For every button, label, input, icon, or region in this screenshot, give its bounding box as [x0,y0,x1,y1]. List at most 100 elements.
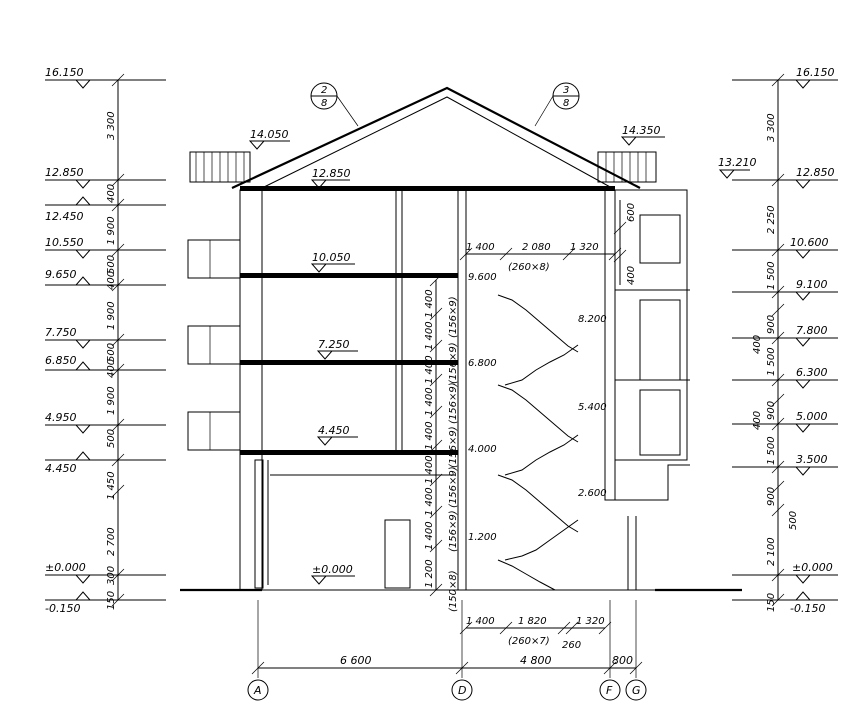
left-level-label: -0.150 [45,602,80,615]
building-structure [180,186,742,592]
bottom-stair-dim: 1 320 [576,616,605,627]
stair-dimension-chain [429,273,443,597]
interior-level-labels: 14.050 14.350 12.850 10.050 7.250 4.450 … [250,124,661,576]
interior-level-label: 14.350 [622,124,661,137]
stair-height-label: 1 400 [424,421,435,450]
stair-count-labels: (156×9) (156×9) (156×9) (156×9) (156×9) … [448,296,459,612]
dim-label: 1 900 [106,301,117,330]
interior-level-label: 12.850 [312,167,351,180]
landing-level-label: 5.400 [578,402,607,413]
landing-level-label: 6.800 [468,358,497,369]
detail-references: 2 8 3 8 [310,82,580,127]
left-dimension-labels: 3 300 400 1 900 500 400 1 900 500 400 1 … [106,111,117,610]
stair-height-labels: 1 400 1 400 1 400 1 400 1 400 1 400 1 40… [424,289,435,588]
right-dimension-labels: 3 300 2 250 1 500 900 400 1 500 900 400 … [752,113,799,612]
left-level-label: ±0.000 [45,561,86,574]
dim-label: 2 250 [766,205,777,234]
stair-height-label: 1 400 [424,455,435,484]
dim-label: 1 450 [106,471,117,500]
axis-label: A [253,684,262,697]
landing-level-label: 1.200 [468,532,497,543]
axis-label: F [606,684,613,697]
left-level-label: 12.450 [45,210,84,223]
interior-level-label: 7.250 [318,338,350,351]
dim-label: 1 900 [106,216,117,245]
left-balconies [187,239,241,451]
axis-label: G [632,684,641,697]
stair-count-label: (156×9) [448,510,459,552]
right-level-label: 16.150 [796,66,835,79]
left-level-label: 7.750 [45,326,77,339]
roof [189,86,657,189]
stair-count-label: (156×9) [448,342,459,384]
right-level-label: 13.210 [718,156,757,169]
right-level-label: 9.100 [796,278,828,291]
right-level-markers [718,79,838,601]
dim-label: 2 700 [106,527,117,556]
stair-count-label: (156×9) [448,466,459,508]
right-level-label: -0.150 [790,602,825,615]
top-stair-dimensions: 1 400 2 080 1 320 (260×8) [459,242,622,273]
stair-height-label: 1 400 [424,387,435,416]
right-level-label: 3.500 [796,453,828,466]
detail-ref-den: 8 [321,98,327,109]
right-level-label: 6.300 [796,366,828,379]
stair-count-label: (156×9) [448,426,459,468]
top-stair-dim: (260×8) [508,262,550,273]
landing-level-label: 2.600 [578,488,607,499]
left-level-label: 4.950 [45,411,77,424]
dim-label: 900 [766,487,777,506]
interior-level-label: ±0.000 [312,563,353,576]
right-facade [614,189,690,501]
stair-height-label: 1 200 [424,559,435,588]
bottom-stair-dim: 1 400 [466,616,495,627]
detail-ref-num: 3 [563,85,569,96]
axis-dimensions: 6 600 4 800 800 [251,600,643,678]
right-dimension-chain [771,73,785,607]
stair-height-label: 1 400 [424,289,435,318]
axis-dim: 6 600 [340,654,372,667]
dim-label: 400 [106,359,117,378]
stair-count-label: (156×9) [448,382,459,424]
axis-dim: 800 [612,654,633,667]
dim-label: 1 500 [766,436,777,465]
stair-height-label: 1 400 [424,321,435,350]
stair-height-label: 1 400 [424,487,435,516]
top-stair-dim: 2 080 [522,242,551,253]
dim-label: 900 [766,401,777,420]
stair-count-label: (150×8) [448,570,459,612]
landing-level-label: 9.600 [468,272,497,283]
stair-height-label: 1 400 [424,521,435,550]
dim-label: 500 [106,429,117,448]
stair-count-label: (156×9) [448,296,459,338]
dim-label: 500 [106,343,117,362]
dim-label: 300 [106,566,117,585]
dim-label: 2 100 [766,537,777,566]
axis-dim: 4 800 [520,654,552,667]
left-level-label: 4.450 [45,462,77,475]
window-dim: 400 [626,266,637,285]
left-level-label: 12.850 [45,166,84,179]
right-level-label: 12.850 [796,166,835,179]
axis-label: D [458,684,466,697]
bottom-stair-dim: (260×7) [508,636,550,647]
left-level-markers [45,79,166,601]
interior-level-label: 14.050 [250,128,289,141]
interior-level-label: 4.450 [318,424,350,437]
left-level-label: 10.550 [45,236,84,249]
dim-label: 400 [752,411,763,430]
detail-ref-num: 2 [321,85,327,96]
bottom-stair-dimensions: 1 400 1 820 1 320 (260×7) 260 [459,616,612,651]
dim-label: 500 [788,511,799,530]
right-level-labels: 16.150 13.210 12.850 10.600 9.100 7.800 … [718,66,835,615]
bottom-stair-dim: 1 820 [518,616,547,627]
interior-level-markers [248,136,665,585]
dim-label: 500 [106,255,117,274]
right-level-label: 7.800 [796,324,828,337]
right-level-label: 10.600 [790,236,829,249]
dim-label: 400 [752,335,763,354]
top-stair-dim: 1 400 [466,242,495,253]
left-level-label: 9.650 [45,268,77,281]
dim-label: 3 300 [106,111,117,140]
